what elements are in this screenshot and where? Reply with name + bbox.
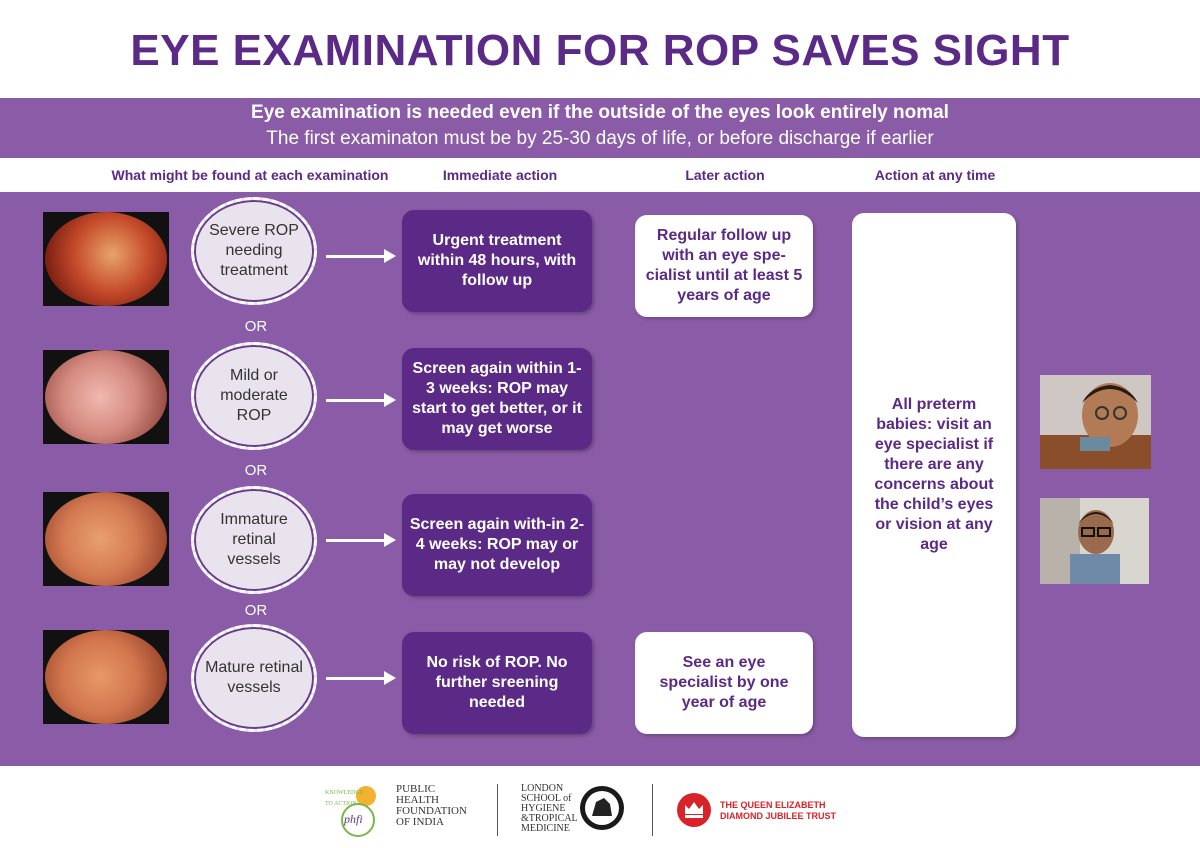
action-label: No risk of ROP. No further sreening need… [426,654,568,711]
arrow-right-icon [326,393,396,407]
phfi-name: PUBLIC HEALTH FOUNDATION OF INDIA [396,784,467,828]
immediate-action-3: Screen again with-in 2-4 weeks: ROP may … [402,494,592,596]
or-label: OR [244,462,268,479]
lshtm-line: &TROPICAL [521,813,578,824]
finding-severe-rop: Severe ROP needing treatment [191,197,317,305]
flowchart-panel: Severe ROP needing treatment Urgent trea… [0,192,1200,766]
immediate-action-1: Urgent treatment within 48 hours, with f… [402,210,592,312]
header-found: What might be found at each examination [111,167,389,183]
immediate-action-2: Screen again within 1-3 weeks: ROP may s… [402,348,592,450]
finding-label: Immature retinal vessels [220,511,288,568]
action-label: Screen again within 1-3 weeks: ROP may s… [412,360,582,437]
column-headers: What might be found at each examination … [0,158,1200,192]
qe-line: DIAMOND JUBILEE TRUST [720,811,837,821]
finding-label: Mild or moderate ROP [220,367,288,424]
footer-divider [497,784,498,836]
footer-logos: KNOWLEDGE TO ACTION phfi PUBLIC HEALTH F… [0,766,1200,848]
child-photo-2 [1040,498,1149,584]
retina-photo-immature [43,492,169,586]
qe-trust-name: THE QUEEN ELIZABETH DIAMOND JUBILEE TRUS… [720,800,836,822]
phfi-mark: phfi [344,812,363,826]
child-photo-1 [1040,375,1151,469]
retina-photo-severe [43,212,169,306]
phfi-line: OF INDIA [396,816,444,828]
phfi-logo-icon [341,786,376,837]
finding-label: Mature retinal vessels [205,659,303,696]
phfi-line: PUBLIC [396,783,436,795]
header-any-time: Action at any time [874,167,996,183]
lshtm-crest-icon [580,786,624,830]
subtitle-line-2: The first examinaton must be by 25-30 da… [266,128,934,149]
action-label: Urgent treatment within 48 hours, with f… [417,232,577,289]
any-time-label: All preterm babies: visit an eye special… [874,396,994,553]
page-title: EYE EXAMINATION FOR ROP SAVES SIGHT [130,26,1070,75]
finding-mature-vessels: Mature retinal vessels [191,624,317,732]
retina-photo-mature [43,630,169,724]
subtitle-band: Eye examination is needed even if the ou… [0,98,1200,158]
crown-icon [677,793,711,827]
or-label: OR [244,318,268,335]
phfi-line: FOUNDATION [396,805,467,817]
arrow-right-icon [326,533,396,547]
later-action-top: Regular follow up with an eye spe-cialis… [635,215,813,317]
action-label: Screen again with-in 2-4 weeks: ROP may … [409,516,585,573]
lshtm-line: MEDICINE [521,823,570,834]
later-label: See an eye specialist by one year of age [659,654,789,711]
phfi-line: HEALTH [396,794,439,806]
lshtm-line: HYGIENE [521,803,566,814]
phfi-arc-text: KNOWLEDGE TO ACTION [325,790,364,807]
subtitle-line-1: Eye examination is needed even if the ou… [251,102,949,123]
header-immediate: Immediate action [442,167,558,183]
finding-label: Severe ROP needing treatment [209,222,299,279]
arrow-right-icon [326,671,396,685]
later-label: Regular follow up with an eye spe-cialis… [645,227,803,304]
later-action-bottom: See an eye specialist by one year of age [635,632,813,734]
any-time-action: All preterm babies: visit an eye special… [852,213,1016,737]
qe-line: THE QUEEN ELIZABETH [720,800,826,810]
finding-mild-rop: Mild or moderate ROP [191,342,317,450]
lshtm-line: SCHOOL of [521,793,572,804]
arrow-right-icon [326,249,396,263]
lshtm-line: LONDON [521,783,564,794]
finding-immature-vessels: Immature retinal vessels [191,486,317,594]
retina-photo-mild [43,350,169,444]
immediate-action-4: No risk of ROP. No further sreening need… [402,632,592,734]
or-label: OR [244,602,268,619]
lshtm-name: LONDON SCHOOL of HYGIENE &TROPICAL MEDIC… [521,784,578,834]
header-later: Later action [685,167,765,183]
footer-divider [652,784,653,836]
